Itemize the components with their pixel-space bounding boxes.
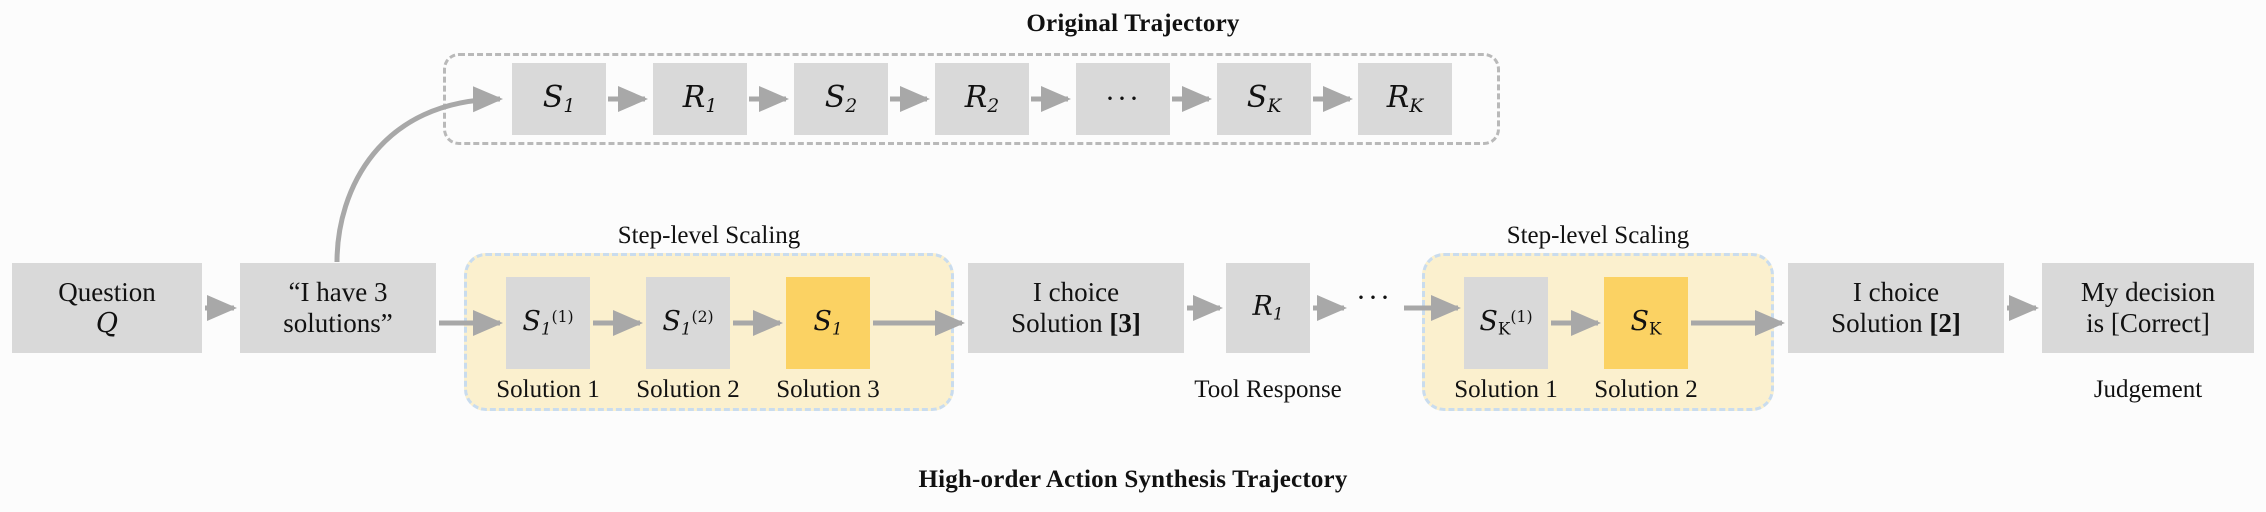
node-sk-label: SK — [1246, 79, 1282, 117]
node-rk[interactable]: RK — [1358, 63, 1452, 135]
node-s2-label: S2 — [824, 79, 858, 117]
box-question[interactable]: Question Q — [12, 263, 202, 353]
node-sk[interactable]: SK — [1217, 63, 1311, 135]
choice2-index: [2] — [1929, 308, 1961, 338]
node-s2[interactable]: S2 — [794, 63, 888, 135]
node-r2[interactable]: R2 — [935, 63, 1029, 135]
question-line2: Q — [95, 308, 119, 339]
choice1-line1: I choice — [1032, 276, 1120, 307]
box-quote[interactable]: “I have 3 solutions” — [240, 263, 436, 353]
question-line1: Question — [58, 276, 156, 307]
box-choice-2[interactable]: I choice Solution [2] — [1788, 263, 2004, 353]
node-sk-selected-label: SK — [1630, 306, 1662, 340]
node-s1-sample-1[interactable]: S1(1) — [506, 277, 590, 369]
group1-heading: Step-level Scaling — [617, 222, 801, 249]
page-title-synthesis-trajectory: High-order Action Synthesis Trajectory — [918, 466, 1348, 493]
quote-line1: “I have 3 — [288, 276, 388, 307]
tool-response-caption: Tool Response — [1194, 376, 1342, 403]
judgement-line2: is [Correct] — [2086, 308, 2210, 338]
node-s1[interactable]: S1 — [512, 63, 606, 135]
node-tool-response[interactable]: R1 — [1226, 263, 1310, 353]
box-judgement[interactable]: My decision is [Correct] — [2042, 263, 2254, 353]
judgement-line1: My decision — [2080, 276, 2216, 307]
page-title-original-trajectory: Original Trajectory — [1026, 10, 1240, 37]
group2-caption-2: Solution 2 — [1594, 376, 1698, 403]
choice2-line1: I choice — [1852, 276, 1940, 307]
node-s1-sample-1-label: S1(1) — [522, 306, 574, 340]
choice2-prefix: Solution — [1831, 308, 1930, 338]
group1-caption-2: Solution 2 — [636, 376, 740, 403]
choice1-line2: Solution [3] — [1011, 308, 1141, 339]
group1-caption-1: Solution 1 — [496, 376, 600, 403]
node-r1-label: R1 — [682, 79, 718, 117]
node-s1-selected-label: S1 — [813, 306, 843, 340]
group2-caption-1: Solution 1 — [1454, 376, 1558, 403]
node-tool-response-label: R1 — [1252, 291, 1284, 325]
node-r1[interactable]: R1 — [653, 63, 747, 135]
node-s1-selected[interactable]: S1 — [786, 277, 870, 369]
node-sk-sample-1-label: SK(1) — [1479, 306, 1533, 340]
quote-line2: solutions” — [283, 308, 393, 338]
box-choice-1[interactable]: I choice Solution [3] — [968, 263, 1184, 353]
judgement-caption: Judgement — [2093, 376, 2203, 403]
choice2-line2: Solution [2] — [1831, 308, 1961, 339]
group1-caption-3: Solution 3 — [776, 376, 880, 403]
node-sk-selected[interactable]: SK — [1604, 277, 1688, 369]
ellipsis-label: ··· — [1105, 82, 1141, 115]
group2-heading: Step-level Scaling — [1506, 222, 1690, 249]
choice1-index: [3] — [1109, 308, 1141, 338]
mid-ellipsis: ··· — [1348, 283, 1400, 313]
node-r2-label: R2 — [964, 79, 1000, 117]
node-s1-sample-2[interactable]: S1(2) — [646, 277, 730, 369]
node-s1-label: S1 — [542, 79, 576, 117]
node-rk-label: RK — [1386, 79, 1424, 117]
mid-ellipsis-label: ··· — [1356, 281, 1392, 314]
node-sk-sample-1[interactable]: SK(1) — [1464, 277, 1548, 369]
choice1-prefix: Solution — [1011, 308, 1110, 338]
node-ellipsis: ··· — [1076, 63, 1170, 135]
node-s1-sample-2-label: S1(2) — [662, 306, 714, 340]
